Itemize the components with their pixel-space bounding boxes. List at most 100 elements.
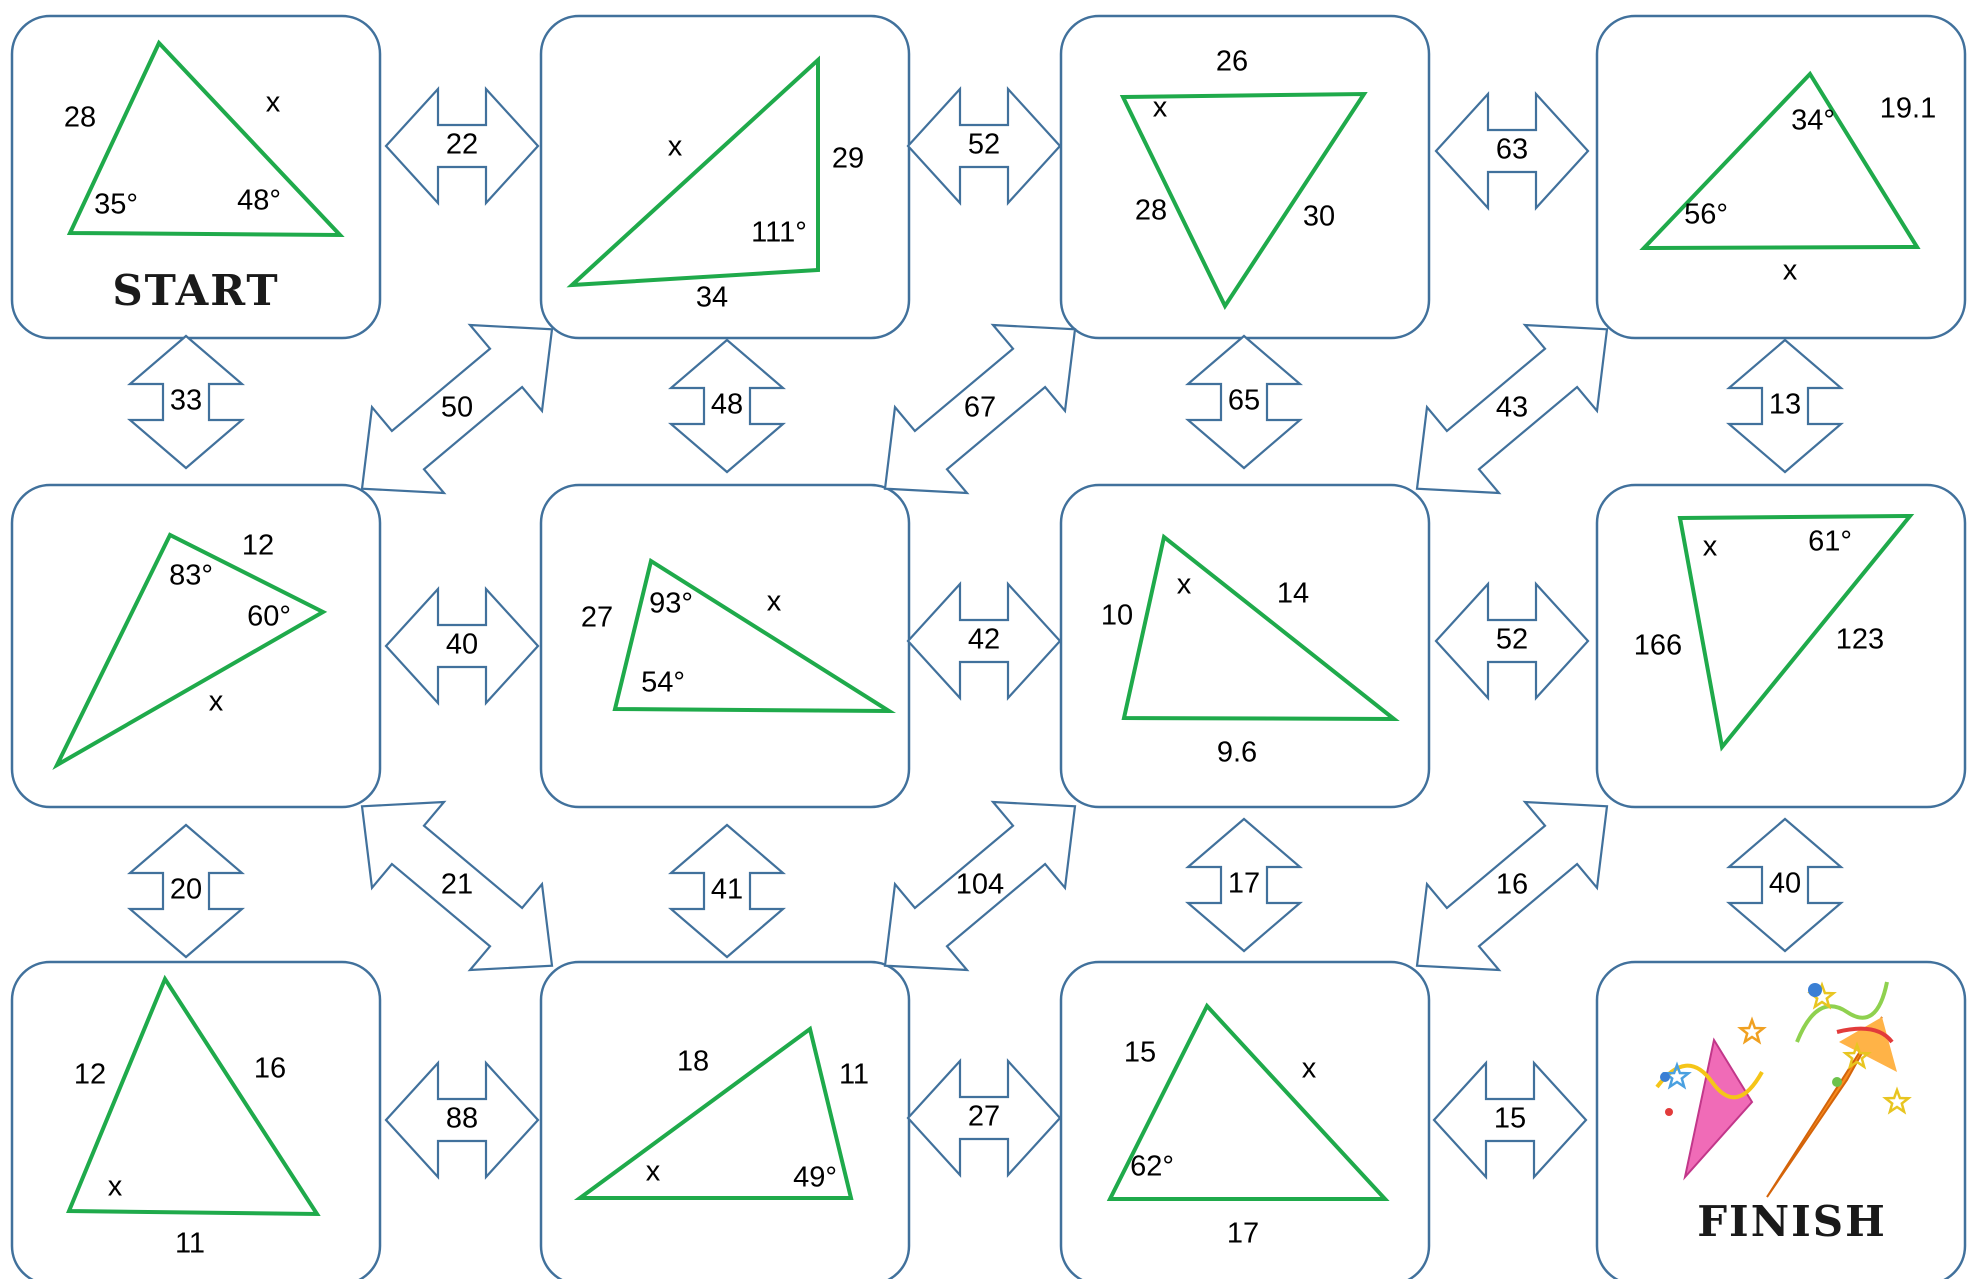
measurement-label: x [1783, 255, 1798, 287]
puzzle-card-c20: 12 16 x 11 [10, 960, 382, 1279]
measurement-label: 9.6 [1217, 737, 1257, 769]
double-arrow-shape [906, 1058, 1062, 1178]
arrow-value-label: 21 [441, 869, 473, 901]
measurement-label: x [646, 1156, 661, 1188]
double-arrow-vertical: 48 [668, 338, 786, 474]
double-arrow-diagonal: 104 [883, 800, 1077, 972]
double-arrow-horizontal: 52 [1434, 581, 1590, 701]
triangle-shape [1106, 1002, 1390, 1201]
arrow-value-label: 40 [446, 629, 478, 661]
measurement-label: 35° [94, 189, 138, 221]
party-popper-icon [1655, 981, 1912, 1198]
arrow-value-label: 17 [1228, 868, 1260, 900]
measurement-label: 83° [169, 560, 213, 592]
double-arrow-shape [668, 823, 786, 959]
triangle-shape [573, 1025, 854, 1200]
triangle-shape [66, 974, 321, 1217]
arrow-value-label: 15 [1494, 1103, 1526, 1135]
measurement-label: 11 [175, 1228, 205, 1260]
measurement-label: 15 [1124, 1037, 1156, 1069]
card-frame [539, 483, 911, 809]
triangle-shape [1677, 513, 1915, 752]
double-arrow-diagonal: 21 [360, 800, 554, 972]
double-arrow-horizontal: 22 [384, 86, 540, 206]
double-arrow-shape [1185, 334, 1303, 470]
card-frame [10, 14, 382, 340]
measurement-label: 11 [839, 1059, 869, 1091]
arrow-value-label: 52 [1496, 624, 1528, 656]
measurement-label: 34 [696, 282, 728, 314]
measurement-label: 166 [1634, 630, 1682, 662]
arrow-value-label: 43 [1496, 392, 1528, 424]
measurement-label: x [266, 87, 281, 119]
measurement-label: x [108, 1171, 123, 1203]
measurement-label: 26 [1216, 46, 1248, 78]
double-arrow-shape [906, 86, 1062, 206]
double-arrow-vertical: 40 [1726, 817, 1844, 953]
double-arrow-horizontal: 88 [384, 1060, 540, 1180]
measurement-label: 56° [1684, 199, 1728, 231]
card-frame [1059, 483, 1431, 809]
arrow-value-label: 88 [446, 1103, 478, 1135]
double-arrow-diagonal: 50 [360, 323, 554, 495]
double-arrow-shape [883, 800, 1077, 972]
measurement-label: 93° [649, 588, 693, 620]
measurement-label: 48° [237, 185, 281, 217]
arrow-value-label: 16 [1496, 869, 1528, 901]
double-arrow-shape [360, 323, 554, 495]
double-arrow-horizontal: 42 [906, 581, 1062, 701]
arrow-value-label: 104 [956, 869, 1004, 901]
double-arrow-shape [1432, 1060, 1588, 1180]
measurement-label: 16 [254, 1053, 286, 1085]
double-arrow-diagonal: 67 [883, 323, 1077, 495]
measurement-label: 28 [1135, 195, 1167, 227]
triangle-shape [66, 39, 345, 238]
measurement-label: 34° [1791, 105, 1835, 137]
double-arrow-shape [1726, 817, 1844, 953]
double-arrow-vertical: 41 [668, 823, 786, 959]
measurement-label: 19.1 [1880, 93, 1936, 125]
measurement-label: 123 [1836, 624, 1884, 656]
triangle-shape [1119, 91, 1368, 311]
card-frame [539, 960, 911, 1279]
measurement-label: 12 [74, 1059, 106, 1091]
card-frame [10, 483, 382, 809]
arrow-value-label: 63 [1496, 134, 1528, 166]
double-arrow-shape [906, 581, 1062, 701]
double-arrow-vertical: 17 [1185, 817, 1303, 953]
measurement-label: x [1177, 569, 1192, 601]
arrow-value-label: 40 [1769, 868, 1801, 900]
double-arrow-horizontal: 40 [384, 586, 540, 706]
double-arrow-shape [384, 586, 540, 706]
measurement-label: 18 [677, 1046, 709, 1078]
measurement-label: 29 [832, 143, 864, 175]
double-arrow-shape [1185, 817, 1303, 953]
arrow-value-label: 48 [711, 389, 743, 421]
measurement-label: 30 [1303, 201, 1335, 233]
double-arrow-diagonal: 16 [1415, 800, 1609, 972]
start-label: START [112, 266, 279, 315]
double-arrow-vertical: 65 [1185, 334, 1303, 470]
measurement-label: 14 [1277, 578, 1309, 610]
double-arrow-shape [384, 86, 540, 206]
double-arrow-horizontal: 63 [1434, 91, 1590, 211]
double-arrow-shape [127, 823, 245, 959]
measurement-label: 27 [581, 602, 613, 634]
double-arrow-horizontal: 15 [1432, 1060, 1588, 1180]
measurement-label: 49° [793, 1162, 837, 1194]
double-arrow-horizontal: 52 [906, 86, 1062, 206]
measurement-label: 17 [1227, 1218, 1259, 1250]
arrow-value-label: 41 [711, 874, 743, 906]
double-arrow-shape [1434, 91, 1590, 211]
double-arrow-vertical: 13 [1726, 338, 1844, 474]
measurement-label: 62° [1130, 1151, 1174, 1183]
puzzle-card-c03: 34° 19.1 56° x [1595, 14, 1967, 340]
triangle-shape [1121, 533, 1400, 722]
card-frame [1595, 14, 1967, 340]
